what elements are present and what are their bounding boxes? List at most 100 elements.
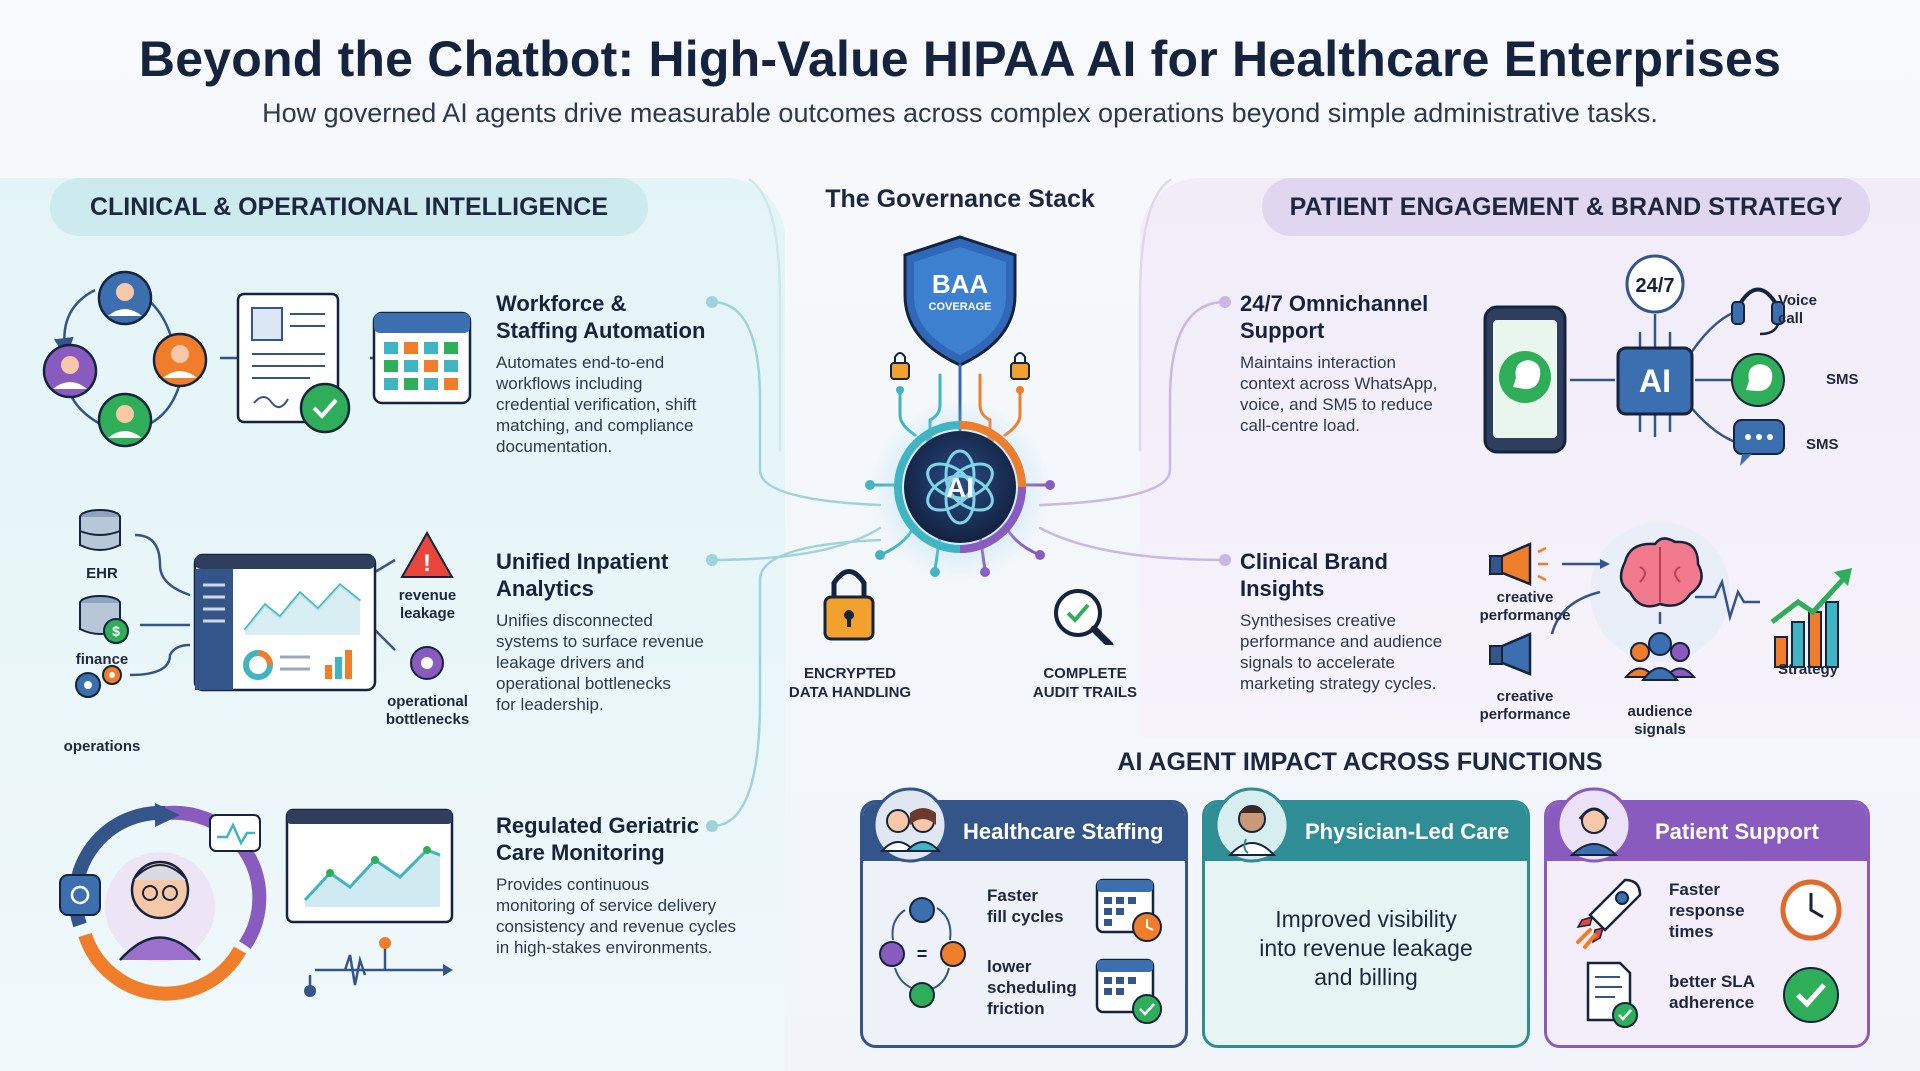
audit-line-2: AUDIT TRAILS <box>1032 684 1138 701</box>
creative-line: creative <box>1496 589 1554 606</box>
whatsapp-sms-icon <box>1731 353 1785 407</box>
audit-line-1: COMPLETE <box>1043 665 1127 682</box>
staffing-desc-line: credential verification, shift <box>496 395 697 414</box>
analytics-dashboard-illustration: $ <box>75 509 454 698</box>
svg-text:=: = <box>917 944 928 964</box>
creative-performance-bottom-label: creative performance <box>1465 688 1585 724</box>
staffing-desc-line: Automates end-to-end <box>496 353 665 372</box>
benefit-line: fill cycles <box>987 907 1064 926</box>
staffing-desc-line: matching, and compliance <box>496 416 694 435</box>
growth-chart-icon <box>1770 568 1852 668</box>
nurse-avatar-icon <box>42 343 98 399</box>
bottlenecks-line: operational <box>387 693 468 710</box>
benefit-line: better SLA <box>1669 972 1755 991</box>
padlock-left-icon <box>890 352 910 380</box>
geriatric-title-line-1: Regulated Geriatric <box>496 813 699 838</box>
ai-chip-icon <box>1616 346 1694 416</box>
ai-chip-label: AI <box>1639 363 1671 399</box>
warning-icon: ! <box>400 530 454 578</box>
physician-avatar-icon <box>1214 787 1290 863</box>
staffing-network-illustration <box>42 270 472 448</box>
brand-desc-line: signals to accelerate <box>1240 653 1395 672</box>
staffing-desc-line: documentation. <box>496 437 613 456</box>
omnichannel-desc-line: Maintains interaction <box>1240 353 1396 372</box>
analytics-title-line-2: Analytics <box>496 576 594 601</box>
support-agent-avatar-icon <box>1556 787 1632 863</box>
staffing-cycle-icon: = <box>879 897 966 1008</box>
benefit-line: times <box>1669 922 1714 941</box>
sms-label: SMS <box>1806 436 1839 453</box>
geriatric-desc-line: in high-stakes environments. <box>496 938 713 957</box>
brand-insights-illustration <box>1489 522 1852 681</box>
staffing-benefit-1: Faster fill cycles <box>987 885 1064 927</box>
geriatric-feature-title: Regulated Geriatric Care Monitoring <box>496 812 699 866</box>
operations-gears-icon <box>75 665 122 698</box>
governance-heading: The Governance Stack <box>825 185 1095 213</box>
left-section-heading: CLINICAL & OPERATIONAL INTELLIGENCE <box>50 178 648 236</box>
page-subtitle: How governed AI agents drive measurable … <box>262 98 1658 128</box>
creative-performance-top-label: creative performance <box>1465 589 1585 625</box>
omnichannel-feature-description: Maintains interaction context across Wha… <box>1240 352 1437 436</box>
geriatric-monitoring-illustration <box>59 803 454 1001</box>
smartphone-icon <box>1483 305 1567 454</box>
brand-title-line-1: Clinical Brand <box>1240 549 1388 574</box>
headset-icon <box>1731 287 1785 336</box>
badge-label: 24/7 <box>1636 275 1675 297</box>
check-icon <box>299 382 351 434</box>
vital-signs-icon <box>209 814 261 852</box>
audience-line: signals <box>1634 721 1686 738</box>
brand-desc-line: Synthesises creative <box>1240 611 1396 630</box>
staffing-feature-description: Automates end-to-end workflows including… <box>496 352 696 457</box>
creative-line: performance <box>1479 706 1571 723</box>
shield-line-1: BAA <box>932 269 989 299</box>
analytics-feature-title: Unified Inpatient Analytics <box>496 548 668 602</box>
benefit-line: adherence <box>1669 993 1755 1012</box>
physician-body-line: and billing <box>1314 964 1418 990</box>
svg-text:!: ! <box>423 550 431 577</box>
right-section-heading: PATIENT ENGAGEMENT & BRAND STRATEGY <box>1262 178 1870 236</box>
megaphone-top-icon <box>1489 542 1548 586</box>
trend-chart-icon <box>285 808 454 924</box>
omnichannel-feature-title: 24/7 Omnichannel Support <box>1240 290 1428 344</box>
analytics-desc-line: leakage drivers and <box>496 653 645 672</box>
sensor-icon <box>59 874 101 916</box>
finance-database-icon: $ <box>79 595 129 644</box>
benefit-line: Faster <box>1669 880 1721 899</box>
strategy-label: Strategy <box>1777 661 1839 678</box>
revenue-leakage-line: revenue <box>398 587 457 604</box>
calendar-check-icon <box>1095 958 1162 1024</box>
megaphone-bottom-icon <box>1489 632 1532 676</box>
brand-desc-line: performance and audience <box>1240 632 1443 651</box>
brand-feature-title: Clinical Brand Insights <box>1240 548 1388 602</box>
impact-heading: AI AGENT IMPACT ACROSS FUNCTIONS <box>1117 748 1603 776</box>
rocket-icon <box>1576 878 1642 949</box>
voice-line: call <box>1778 310 1804 327</box>
chat-bubble-icon <box>1733 419 1785 466</box>
calendar-clock-icon <box>1095 878 1162 942</box>
omnichannel-desc-line: voice, and SM5 to reduce <box>1240 395 1433 414</box>
staffing-feature-title: Workforce & Staffing Automation <box>496 290 705 344</box>
brand-feature-description: Synthesises creative performance and aud… <box>1240 610 1442 694</box>
page-title: Beyond the Chatbot: High-Value HIPAA AI … <box>138 31 1782 87</box>
padlock-right-icon <box>1010 352 1030 380</box>
creative-line: creative <box>1496 688 1554 705</box>
benefit-line: lower <box>987 957 1032 976</box>
operational-bottlenecks-label: operational bottlenecks <box>375 693 480 729</box>
support-right-icons <box>1780 879 1842 1023</box>
finance-label: finance <box>75 651 129 668</box>
brand-title-line-2: Insights <box>1240 576 1325 601</box>
clock-24-7-icon <box>1625 254 1685 314</box>
staffing-title-line-1: Workforce & <box>496 291 627 316</box>
bottlenecks-line: bottlenecks <box>385 711 470 728</box>
report-check-icon <box>1586 961 1638 1028</box>
encrypted-lock-icon <box>823 569 875 641</box>
analytics-title-line-1: Unified Inpatient <box>496 549 669 574</box>
omnichannel-desc-line: context across WhatsApp, <box>1240 374 1438 393</box>
benefit-line: scheduling <box>987 978 1077 997</box>
healthcare-staffing-title: Healthcare Staffing <box>863 803 1185 861</box>
calendar-icon <box>372 311 472 405</box>
support-left-icons <box>1576 878 1642 1028</box>
bottleneck-gear-icon <box>410 646 444 680</box>
dashboard-icon <box>193 553 377 692</box>
